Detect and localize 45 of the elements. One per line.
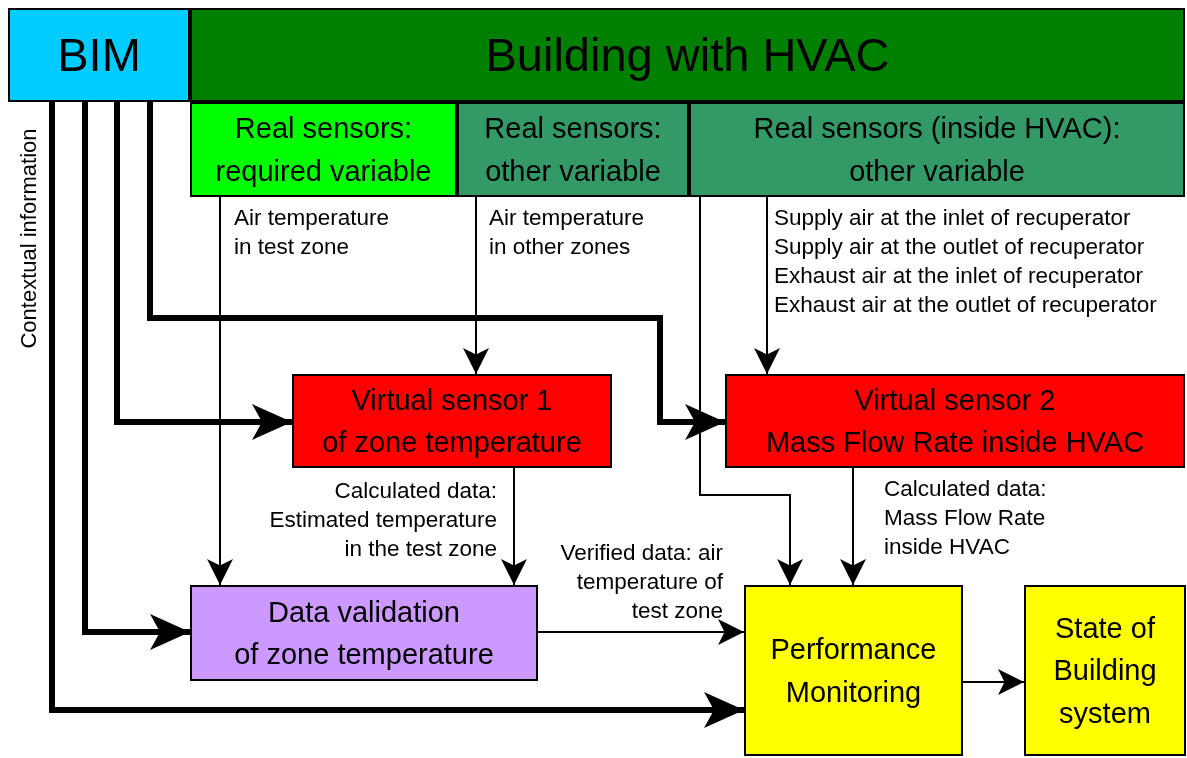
edge-label: Air temperature in test zone <box>234 204 391 261</box>
note-text: Exhaust air at the outlet of recuperator <box>774 291 1157 319</box>
arrow <box>501 467 527 586</box>
box-label: of zone temperature <box>322 425 582 460</box>
header-box <box>190 8 1185 102</box>
process-box <box>725 374 1185 468</box>
edge-label: Calculated data: Estimated temperature in the test zone <box>268 477 497 563</box>
arrow <box>49 102 744 728</box>
edge-label: Air temperature in other zones <box>489 204 646 261</box>
box-label: Virtual sensor 2 <box>854 382 1056 418</box>
process-box <box>744 585 963 756</box>
box-label: Virtual sensor 1 <box>351 382 553 418</box>
box-label: BIM <box>57 26 141 83</box>
box-label: Building with HVAC <box>485 26 890 83</box>
box-label: Performance Monitoring <box>769 632 938 710</box>
sensor-box <box>457 102 689 197</box>
arrow <box>962 669 1025 695</box>
process-box <box>1024 585 1186 756</box>
note-text: Exhaust air at the inlet of recuperator <box>774 262 1143 290</box>
arrow <box>537 619 745 645</box>
arrow <box>754 196 780 375</box>
header-box <box>8 8 190 102</box>
process-box <box>190 585 538 681</box>
box-label: Real sensors (inside HVAC): other variable <box>752 111 1122 189</box>
process-box <box>292 374 612 468</box>
note-text: Contextual information <box>14 127 42 351</box>
box-label: of zone temperature <box>234 637 494 672</box>
box-label: Real sensors: required variable <box>214 111 433 189</box>
edge-label: Calculated data: Mass Flow Rate inside HVAC <box>884 475 1048 561</box>
box-label: Data validation <box>268 594 460 630</box>
box-label: Real sensors: other variable <box>483 111 663 189</box>
arrow <box>114 102 292 440</box>
note-text: Supply air at the outlet of recuperator <box>774 233 1145 261</box>
arrow <box>463 196 489 375</box>
sensor-box <box>689 102 1185 197</box>
arrow <box>699 196 803 586</box>
arrow <box>840 467 866 586</box>
arrow <box>82 102 190 650</box>
note-text: Supply air at the inlet of recuperator <box>774 204 1131 232</box>
box-label: State of Building system <box>1052 611 1158 731</box>
box-label: Mass Flow Rate inside HVAC <box>765 425 1145 460</box>
edge-label: Verified data: air temperature of test zone <box>560 539 723 625</box>
sensor-box <box>190 102 457 197</box>
arrow <box>207 196 233 586</box>
arrow <box>147 102 725 440</box>
